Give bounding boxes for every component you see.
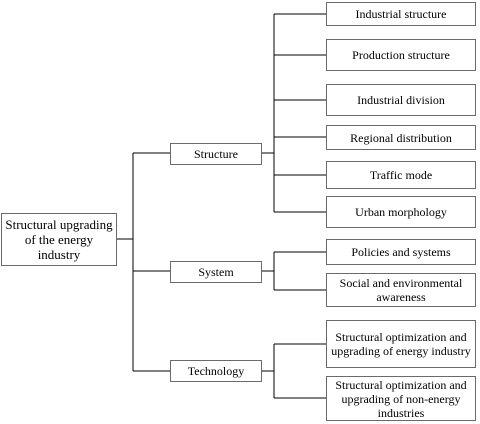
leaf-industrial-structure: Industrial structure: [326, 2, 476, 26]
leaf-industrial-division: Industrial division: [326, 84, 476, 116]
leaf-production-structure: Production structure: [326, 39, 476, 71]
leaf-regional-distribution: Regional distribution: [326, 125, 476, 150]
branch-system: System: [170, 261, 262, 283]
root-label: Structural upgrading of the energy indus…: [5, 217, 113, 262]
leaf-optimization-non-energy-industries: Structural optimization and upgrading of…: [326, 376, 476, 421]
branch-label: System: [198, 265, 234, 279]
leaf-label: Industrial division: [357, 93, 445, 107]
leaf-label: Regional distribution: [350, 130, 452, 145]
leaf-optimization-energy-industry: Structural optimization and upgrading of…: [326, 320, 476, 368]
leaf-social-environmental-awareness: Social and environmental awareness: [326, 273, 476, 307]
leaf-label: Structural optimization and upgrading of…: [335, 377, 467, 420]
root-node: Structural upgrading of the energy indus…: [1, 213, 117, 266]
leaf-label: Production structure: [352, 48, 450, 62]
leaf-label: Industrial structure: [355, 7, 447, 21]
branch-technology: Technology: [170, 360, 262, 382]
branch-structure: Structure: [170, 143, 262, 165]
leaf-label: Urban morphology: [355, 205, 447, 219]
leaf-policies-and-systems: Policies and systems: [326, 239, 476, 265]
leaf-label: Policies and systems: [351, 245, 451, 259]
branch-label: Technology: [187, 364, 245, 378]
leaf-urban-morphology: Urban morphology: [326, 196, 476, 228]
leaf-label: Structural optimization and upgrading of…: [331, 330, 471, 358]
leaf-label: Traffic mode: [369, 168, 433, 182]
branch-label: Structure: [194, 147, 238, 161]
leaf-traffic-mode: Traffic mode: [326, 161, 476, 189]
leaf-label: Social and environmental awareness: [339, 276, 463, 304]
